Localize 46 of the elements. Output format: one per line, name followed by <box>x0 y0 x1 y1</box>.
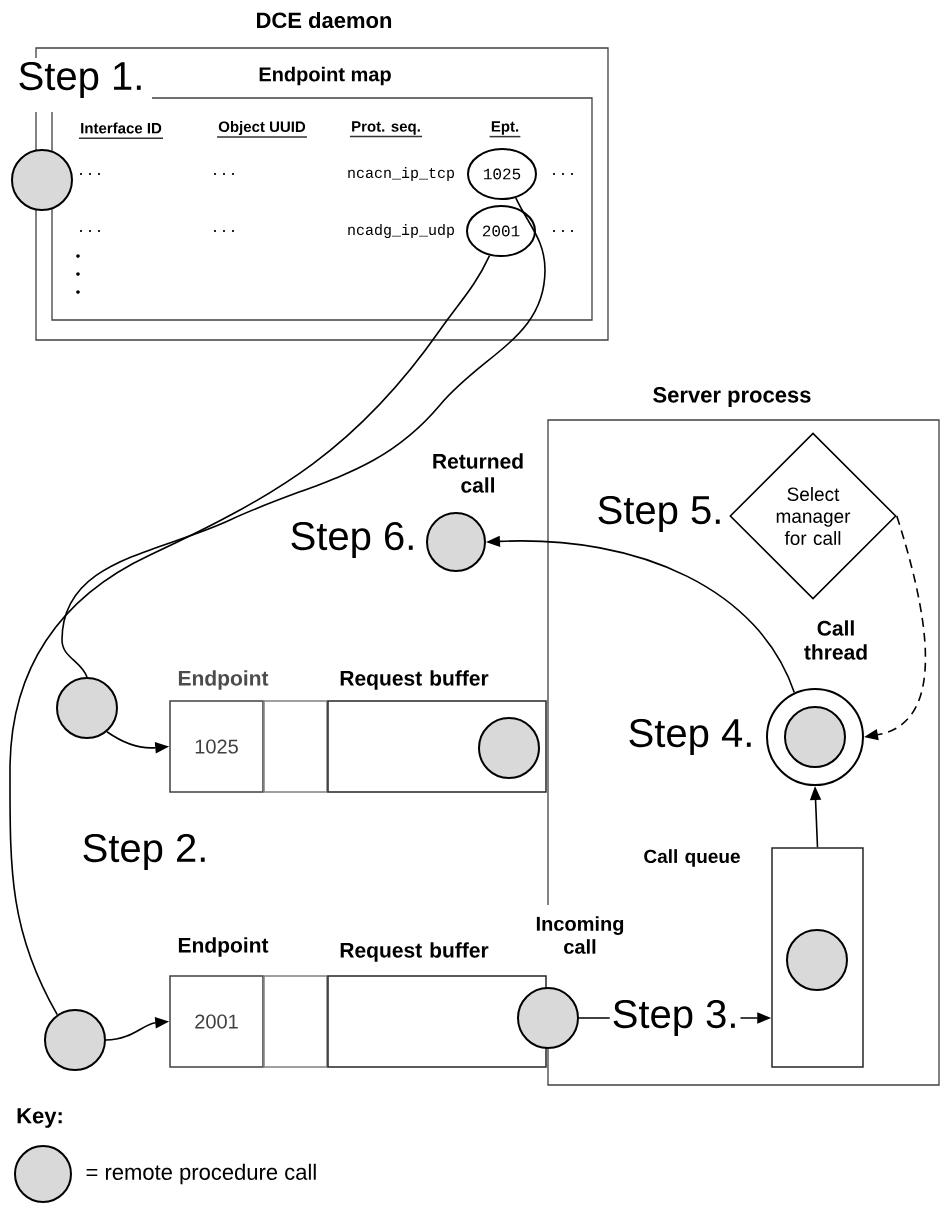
buffer-box <box>327 700 547 793</box>
value-oval: 1025 <box>467 148 537 200</box>
node-label: Endpoint <box>178 670 269 690</box>
thread-circle <box>766 688 864 786</box>
column-header: Object UUID <box>216 121 308 138</box>
rpc-circle <box>56 677 118 739</box>
table-cell: ncadg_ip_udp <box>348 224 454 238</box>
endpoint-box: 1025 <box>169 700 264 793</box>
node-label: Request buffer <box>340 670 489 690</box>
rpc-circle <box>786 929 848 991</box>
table-cell: ... <box>80 229 100 233</box>
rpc-circle <box>478 717 540 779</box>
column-header: Interface ID <box>78 122 164 140</box>
table-cell: ... <box>553 172 573 176</box>
step-label: Step 2. <box>83 833 205 871</box>
table-cell: ... <box>214 229 234 233</box>
table-cell: ... <box>214 172 234 176</box>
buffer-box <box>327 975 547 1068</box>
step-label: Step 4. <box>629 718 751 756</box>
rpc-circle <box>44 1009 106 1071</box>
legend-text: = remote procedure call <box>86 1163 316 1185</box>
connector <box>61 197 546 678</box>
table-cell: ... <box>553 229 573 233</box>
edge-label: Step 3. <box>609 997 741 1039</box>
key-heading: Key: <box>17 1108 62 1128</box>
node-label: Call queue <box>644 849 740 867</box>
rpc-circle <box>426 512 486 572</box>
node-label: Endpoint <box>178 937 269 957</box>
node-label: Call thread <box>804 620 867 660</box>
separator-box <box>263 700 328 793</box>
endpoint-box: 2001 <box>169 975 264 1068</box>
column-header: Prot. seq. <box>349 121 423 138</box>
value-oval: 2001 <box>466 205 536 257</box>
connector <box>9 254 491 1016</box>
separator-box <box>263 975 328 1068</box>
column-header: Ept. <box>488 121 522 138</box>
node-label: Request buffer <box>340 942 489 962</box>
queue-box <box>771 847 864 1068</box>
node-label: Returned call <box>433 453 523 493</box>
step-label: Step 6. <box>291 521 413 559</box>
table-cell: ncacn_ip_tcp <box>348 167 454 181</box>
node-label: Incoming call <box>536 916 624 954</box>
rpc-circle <box>517 987 579 1049</box>
step-label: Step 5. <box>598 495 720 533</box>
rpc-circle <box>11 149 73 211</box>
step-label: Step 1. <box>19 61 141 99</box>
